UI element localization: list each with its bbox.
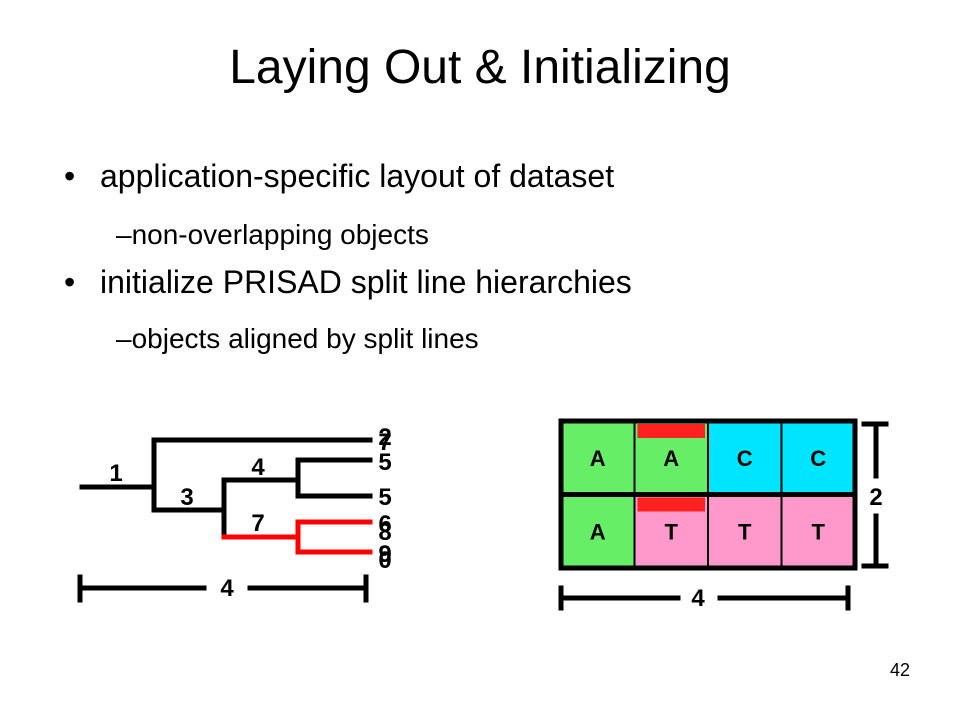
grid-cell-letter: T: [738, 519, 752, 544]
grid-cell: [780, 493, 856, 569]
bullet-1-sub: –non-overlapping objects: [116, 219, 429, 250]
bullet-2: • initialize PRISAD split line hierarchie…: [64, 262, 632, 302]
grid-cell-letter: A: [590, 519, 606, 544]
tree-leaf-label: 5: [378, 449, 391, 476]
grid-height-label: 2: [869, 484, 882, 511]
split-marker: [637, 424, 705, 438]
slide-number: 42: [889, 660, 910, 680]
tree-width-label: 4: [220, 575, 234, 602]
grid-cell-letter: T: [665, 519, 679, 544]
bullet-dot: •: [64, 158, 76, 194]
tree-node-label: 7: [251, 510, 264, 537]
bullet-1-text: application-specific layout of dataset: [100, 158, 615, 194]
grid-cell-letter: C: [810, 446, 826, 471]
bullet-dot: •: [64, 264, 76, 300]
tree-node-label: 1: [109, 460, 122, 487]
tree-leaf-label: 8: [378, 519, 391, 546]
grid-cell-letter: C: [737, 446, 753, 471]
grid-cell-letter: A: [590, 446, 606, 471]
bullet-2-sub: –objects aligned by split lines: [116, 323, 479, 354]
layout-grid: A A C C A T T T 4 2: [558, 418, 889, 612]
grid-cell: [560, 493, 636, 569]
tree-leaf-label: 0: [378, 547, 391, 574]
grid-cell-letter: A: [663, 446, 679, 471]
tree-leaf-label: 6: [378, 511, 391, 538]
grid-width-label: 4: [691, 585, 705, 612]
tree-node-label: 3: [180, 484, 193, 511]
tree-leaf-label: 5: [378, 484, 391, 511]
tree-leaf-label: 9: [378, 541, 391, 568]
bullet-1: • application-specific layout of dataset: [64, 156, 614, 196]
tree-leaf-label: 2: [378, 424, 391, 451]
slide-title: Laying Out & Initializing: [229, 41, 731, 94]
split-marker: [637, 497, 705, 512]
bullet-2-text: initialize PRISAD split line hierarchies: [100, 264, 632, 300]
tree-leaf-label: 7: [378, 429, 391, 456]
tree-node-label: 4: [251, 454, 265, 481]
grid-cell-letter: T: [812, 519, 826, 544]
